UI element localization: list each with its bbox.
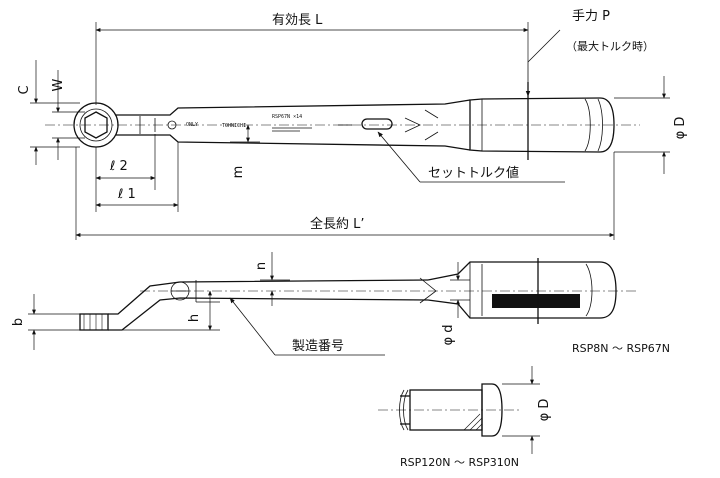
dim-w-label: W (51, 78, 66, 91)
dim-phi-d-detail-label: φ D (537, 399, 552, 422)
dim-b-label: b (11, 318, 26, 326)
side-view: n h b φ d 製造番号 RSP8N ～ RSP67N (11, 252, 670, 356)
marking-model: RSP67N ×14 (272, 114, 302, 120)
set-torque-window (361, 118, 393, 130)
only-mark-circle (167, 120, 177, 130)
max-torque-label: （最大トルク時） (566, 39, 654, 53)
grip-top (469, 97, 615, 153)
dim-h-label: h (187, 314, 202, 322)
dim-n-label: n (254, 262, 269, 270)
model-range-small-label: RSP8N ～ RSP67N (572, 342, 670, 355)
overall-length-label: 全長約 L’ (310, 216, 365, 232)
dim-m-label: m (231, 166, 246, 179)
hand-force-label: 手力 P (572, 9, 610, 24)
top-view: ONLY TOHNICHI RSP67N ×14 手力 P （最大トルク時） 有… (17, 9, 688, 240)
detail-grip-end (481, 383, 503, 437)
grip-rubber-band (492, 294, 580, 308)
dim-c-label: C (17, 85, 32, 94)
serial-number-label: 製造番号 (292, 339, 344, 354)
grip-side (427, 261, 617, 319)
detail-view-large-grip: φ D RSP120N ～ RSP310N (378, 366, 552, 469)
model-range-large-label: RSP120N ～ RSP310N (400, 456, 519, 469)
dim-l2-label: ℓ 2 (109, 159, 128, 174)
socket-bore (79, 108, 113, 142)
marking-only: ONLY (186, 122, 198, 128)
square-drive (79, 313, 109, 331)
dim-phi-d-large-label: φ D (673, 117, 688, 140)
socket-hexagon (84, 111, 108, 139)
effective-length-label: 有効長 L (272, 13, 323, 28)
dim-l1-label: ℓ 1 (117, 187, 136, 202)
marking-brand: TOHNICHI (222, 123, 246, 129)
dim-phi-d-small-label: φ d (441, 325, 456, 346)
set-torque-label: セットトルク値 (428, 165, 519, 181)
